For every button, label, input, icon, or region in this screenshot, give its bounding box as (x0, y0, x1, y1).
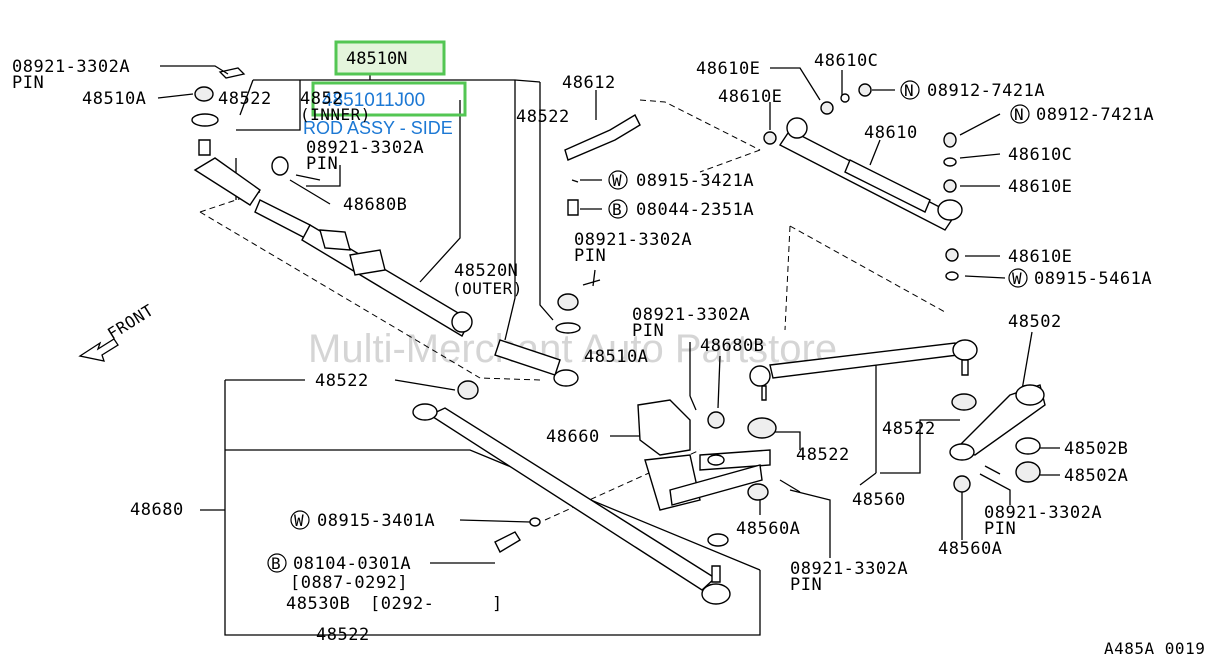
washer-w-icon-2 (1008, 268, 1028, 288)
highlight-subpart-number[interactable]: 4851011J00 (322, 90, 425, 111)
label-pin-08921-tl: 08921-3302A (12, 57, 130, 77)
label-pin-08921-bottom-center: 08921-3302A (790, 559, 908, 579)
label-48610c-top: 48610C (814, 51, 878, 71)
label-08044-2351a: 08044-2351A (636, 200, 754, 220)
leader-lines (157, 65, 1060, 636)
bolt-b-icon-2 (267, 553, 287, 573)
part-labels: 08921-3302A PIN 48510A 48522 4852 (INNER… (12, 51, 1205, 658)
highlight-part-number: 48510N (346, 49, 407, 69)
label-pin-word-bottom-right: PIN (984, 519, 1016, 539)
label-pin-08921-bottom-right: 08921-3302A (984, 503, 1102, 523)
inner-tie-rod (191, 86, 473, 337)
label-48612: 48612 (562, 73, 616, 93)
label-48502b: 48502B (1064, 439, 1128, 459)
label-inner-word: (INNER) (300, 105, 371, 124)
label-08912-7421a-2: 08912-7421A (1036, 105, 1154, 125)
label-range-1: [0887-0292] (290, 573, 408, 593)
label-48522-bottom-left: 48522 (315, 371, 369, 391)
label-08915-3401a: 08915-3401A (317, 511, 435, 531)
pitman-arm-48502 (949, 384, 1046, 493)
highlight-subpart-box[interactable] (311, 81, 467, 117)
washer-w-icon-3 (290, 510, 310, 530)
label-48610e-4: 48610E (1008, 247, 1072, 267)
bracket-48612 (564, 114, 641, 216)
label-48680b-right: 48680B (700, 336, 764, 356)
label-08915-5461a: 08915-5461A (1034, 269, 1152, 289)
label-pin-word-bottom-center: PIN (790, 575, 822, 595)
label-48520n: 48520N (454, 261, 518, 281)
label-48660: 48660 (546, 427, 600, 447)
label-08104-0301a: 08104-0301A (293, 554, 411, 574)
label-48610e-1: 48610E (696, 59, 760, 79)
nut-n-icon-2 (1010, 104, 1030, 124)
label-48680: 48680 (130, 500, 184, 520)
label-48510a-left: 48510A (82, 89, 146, 109)
washer-w-icon (608, 170, 628, 190)
label-pin-word-right: PIN (632, 321, 664, 341)
highlight-description: ROD ASSY - SIDE (303, 118, 453, 138)
label-48530b: 48530B (286, 594, 350, 614)
figure-code: A485A 0019 (1104, 639, 1205, 658)
relay-rod-48560 (747, 339, 978, 439)
highlight-part-box[interactable] (334, 40, 446, 76)
center-link-48680 (412, 380, 731, 605)
label-pin-08921-mid: 08921-3302A (574, 230, 692, 250)
label-pin-word-mid: PIN (574, 246, 606, 266)
label-48560a-right: 48560A (938, 539, 1002, 559)
watermark-text: Multi-Merchant Auto Partstore (308, 327, 837, 371)
label-pin-word-center: PIN (306, 154, 338, 174)
circle-letter-b-1: B (612, 200, 622, 219)
label-48522-top-left: 48522 (218, 89, 272, 109)
idler-arm-48660 (637, 399, 771, 547)
label-48610c-2: 48610C (1008, 145, 1072, 165)
label-pin-word-tl: PIN (12, 73, 44, 93)
label-pin-08921-right: 08921-3302A (632, 305, 750, 325)
circle-letter-n-1: N (904, 81, 914, 100)
front-label: FRONT (104, 300, 157, 343)
label-4852-inner: 4852 (300, 89, 343, 109)
label-48522-center: 48522 (796, 445, 850, 465)
label-48522-bottom: 48522 (316, 625, 370, 645)
label-48522-right: 48522 (882, 419, 936, 439)
label-48522-mid: 48522 (516, 107, 570, 127)
label-08912-7421a-1: 08912-7421A (927, 81, 1045, 101)
label-48560a-center: 48560A (736, 519, 800, 539)
label-48680b-left: 48680B (343, 195, 407, 215)
label-range-2: [0292- (370, 594, 434, 614)
label-48510a-right: 48510A (584, 347, 648, 367)
circle-letter-w-3: W (294, 511, 304, 530)
label-pin-08921-center: 08921-3302A (306, 138, 424, 158)
circle-letter-w-1: W (612, 171, 622, 190)
label-48610e-2: 48610E (718, 87, 782, 107)
steering-damper-48610 (763, 83, 963, 281)
label-48502: 48502 (1008, 312, 1062, 332)
label-48610e-3: 48610E (1008, 177, 1072, 197)
nut-n-icon (900, 80, 920, 100)
outer-tie-rod (494, 293, 581, 387)
bolt-b-icon (608, 199, 628, 219)
pin-parts (218, 67, 1001, 523)
circle-letter-w-2: W (1012, 269, 1022, 288)
circle-letter-n-2: N (1014, 105, 1024, 124)
label-48560: 48560 (852, 490, 906, 510)
label-outer-word: (OUTER) (452, 279, 523, 298)
label-08915-3421a: 08915-3421A (636, 171, 754, 191)
circle-letter-b-2: B (271, 554, 281, 573)
label-range-2-end: ] (492, 594, 503, 614)
label-48610: 48610 (864, 123, 918, 143)
label-48502a: 48502A (1064, 466, 1128, 486)
front-arrow-icon (78, 338, 119, 362)
